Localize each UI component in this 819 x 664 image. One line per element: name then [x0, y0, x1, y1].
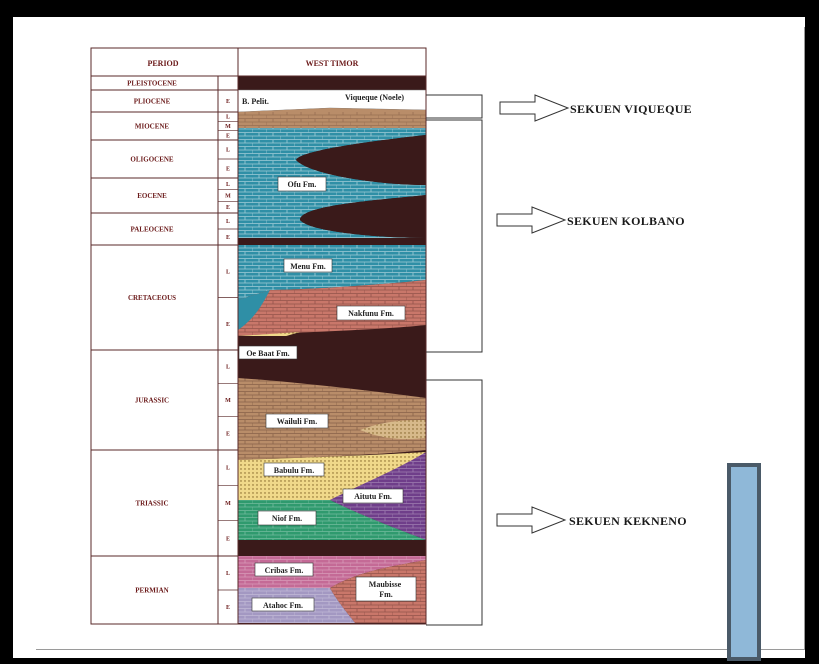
- period-label-permian: PERMIAN: [135, 587, 168, 595]
- period-label-triassic: TRIASSIC: [135, 500, 168, 508]
- period-label-oligocene: OLIGOCENE: [130, 156, 174, 164]
- box-wailuli: [265, 413, 329, 429]
- label-cribas: Cribas Fm.: [265, 566, 304, 575]
- period-label-pliocene: PLIOCENE: [134, 98, 171, 106]
- subdivision-label: E: [226, 235, 230, 241]
- label-atahoc: Atahoc Fm.: [263, 601, 303, 610]
- header-west-timor: WEST TIMOR: [306, 59, 359, 68]
- sequence-arrows: [496, 94, 570, 534]
- label-nakfunu: Nakfunu Fm.: [348, 309, 394, 318]
- label-ofu: Ofu Fm.: [288, 180, 317, 189]
- box-atahoc: [251, 597, 315, 612]
- subdivision-label: L: [226, 115, 230, 121]
- label-menu: Menu Fm.: [290, 262, 326, 271]
- subdivision-label: L: [226, 365, 230, 371]
- subdivision-label: L: [226, 466, 230, 472]
- period-label-jurassic: JURASSIC: [135, 397, 169, 405]
- label-maubisse-text-2: Fm.: [379, 590, 393, 599]
- sequence-kolbano-label: SEKUEN KOLBANO: [567, 214, 685, 228]
- subdivision-label: M: [225, 124, 231, 130]
- label-viqueque: Viqueque (Noele): [345, 93, 404, 102]
- box-cribas: [254, 562, 314, 577]
- formation-labels: B. Pelit. Viqueque (Noele) Ofu Fm. Menu …: [238, 93, 417, 612]
- subdivision-label: E: [226, 431, 230, 437]
- arrow-viqueque: [499, 94, 570, 122]
- subdivision-label: M: [225, 194, 231, 200]
- blue-highlight-bar: [727, 463, 761, 661]
- box-ofu: [277, 176, 327, 192]
- subdivision-label: L: [226, 219, 230, 225]
- subdivision-label: L: [226, 148, 230, 154]
- period-label-miocene: MIOCENE: [135, 123, 170, 131]
- label-wailuli: Wailuli Fm.: [277, 417, 317, 426]
- subdivision-label: M: [225, 398, 231, 404]
- subdivision-label: E: [226, 205, 230, 211]
- subdivision-label: E: [226, 99, 230, 105]
- subdivision-label: L: [226, 269, 230, 275]
- sequence-brackets: [426, 94, 483, 626]
- box-oe-baat: [238, 345, 298, 360]
- subdivision-label: L: [226, 571, 230, 577]
- subdivision-label: E: [226, 167, 230, 173]
- bracket-kekneno: [426, 379, 483, 626]
- arrow-kekneno: [496, 506, 567, 534]
- box-aitutu: [342, 488, 404, 504]
- period-label-pleistocene: PLEISTOCENE: [127, 80, 177, 88]
- box-maubisse: [355, 576, 417, 602]
- subdivision-label: E: [226, 133, 230, 139]
- label-niof: Niof Fm.: [272, 514, 302, 523]
- subdivision-label: E: [226, 322, 230, 328]
- label-b-pelit: B. Pelit.: [242, 97, 269, 106]
- box-babulu: [263, 462, 325, 477]
- sequence-kekneno-label: SEKUEN KEKNENO: [569, 514, 687, 528]
- period-label-cretaceous: CRETACEOUS: [128, 294, 176, 302]
- label-maubisse: Maubisse Fm.: [369, 580, 403, 599]
- period-label-paleocene: PALEOCENE: [130, 226, 173, 234]
- bracket-kolbano: [426, 119, 483, 353]
- lithology-column: [237, 76, 427, 624]
- subdivision-label: M: [225, 501, 231, 507]
- subdivision-label: L: [226, 182, 230, 188]
- header-period: PERIOD: [147, 59, 178, 68]
- period-label-eocene: EOCENE: [137, 192, 167, 200]
- box-niof: [257, 510, 317, 526]
- label-aitutu: Aitutu Fm.: [354, 492, 392, 501]
- label-maubisse-text: Maubisse: [369, 580, 402, 589]
- subdivision-label: E: [226, 536, 230, 542]
- subdivision-label: E: [226, 605, 230, 611]
- arrow-kolbano: [496, 206, 567, 234]
- sequence-viqueque-label: SEKUEN VIQUEQUE: [570, 102, 692, 116]
- bracket-viqueque: [426, 94, 483, 119]
- label-babulu: Babulu Fm.: [274, 466, 314, 475]
- box-nakfunu: [336, 305, 406, 321]
- label-oe-baat: Oe Baat Fm.: [246, 349, 289, 358]
- paper-border: [36, 27, 805, 650]
- box-menu: [283, 258, 333, 273]
